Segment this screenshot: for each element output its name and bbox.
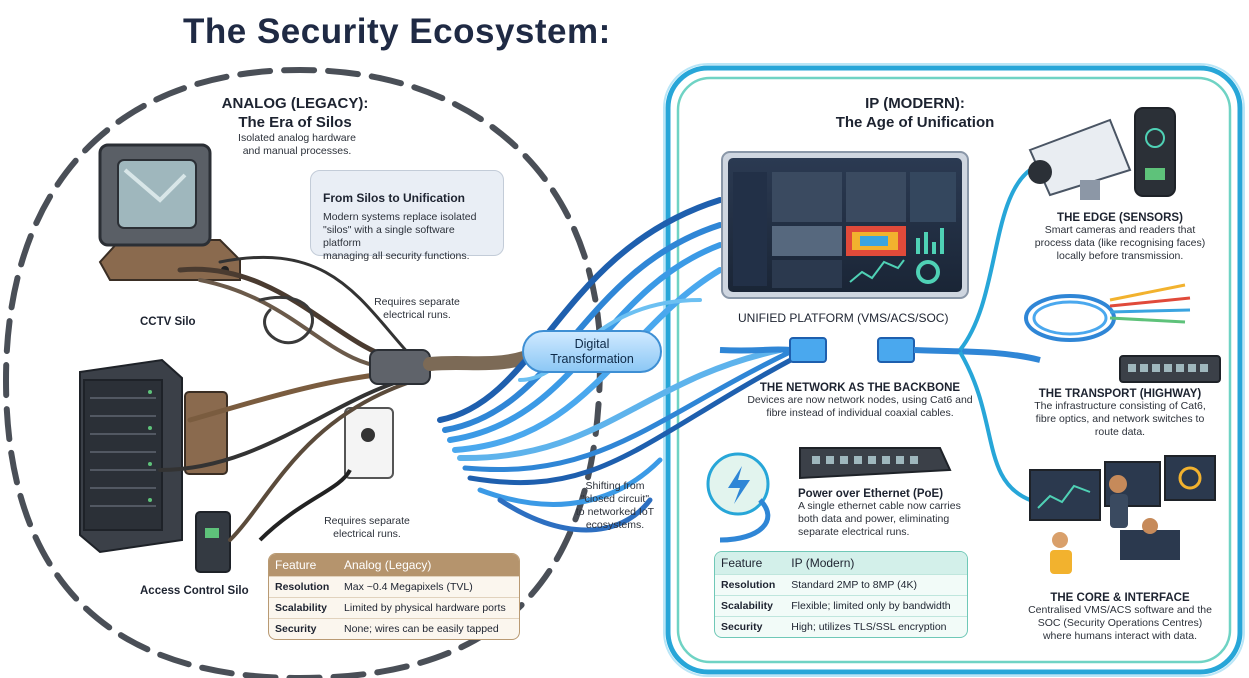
ip-frame	[663, 63, 1245, 677]
network-backbone-line-2: fibre instead of individual coaxial cabl…	[766, 407, 954, 419]
ip-header-feature: Feature	[715, 552, 786, 575]
network-connectors	[719, 168, 1041, 502]
analog-row-3-value: None; wires can be easily tapped	[338, 618, 519, 639]
edge-line-3: locally before transmission.	[1056, 250, 1184, 262]
shift-caption-line-3: to networked IoT	[575, 506, 655, 518]
core-title: THE CORE & INTERFACE	[1050, 592, 1190, 604]
callout-title: From Silos to Unification	[323, 191, 466, 205]
transport-line-2: fibre optics, and network switches to	[1035, 413, 1205, 425]
cctv-monitor-illustration	[98, 143, 241, 281]
table-row: Security None; wires can be easily tappe…	[269, 618, 519, 639]
separate-runs-label-2-line-2: electrical runs.	[333, 528, 401, 540]
poe-line-3: separate electrical runs.	[798, 526, 910, 538]
callout-line-3: managing all security functions.	[323, 250, 470, 262]
transport-section: THE TRANSPORT (HIGHWAY) The infrastructu…	[1010, 388, 1230, 439]
analog-table-header: Feature Analog (Legacy)	[269, 554, 519, 577]
ip-row-3-key: Security	[715, 616, 786, 637]
shift-caption-line-2: "closed circuit"	[580, 493, 650, 505]
analog-description: Isolated analog hardware and manual proc…	[212, 132, 382, 158]
analog-row-1-key: Resolution	[269, 576, 339, 598]
poe-line-2: both data and power, eliminating	[798, 513, 950, 525]
transport-line-3: route data.	[1094, 426, 1146, 438]
poe-section: Power over Ethernet (PoE) A single ether…	[798, 488, 988, 539]
separate-runs-label-1: Requires separate electrical runs.	[362, 296, 472, 322]
unified-platform-label: UNIFIED PLATFORM (VMS/ACS/SOC)	[738, 311, 949, 325]
page-title: The Security Ecosystem:	[183, 12, 611, 51]
analog-heading-line-2: The Era of Silos	[238, 114, 352, 131]
badge-line-1: Digital	[574, 337, 610, 351]
ip-row-2-value: Flexible; limited only by bandwidth	[785, 595, 967, 617]
badge-line-2: Transformation	[550, 352, 634, 366]
analog-header-value: Analog (Legacy)	[338, 554, 519, 577]
separate-runs-label-1-line-2: electrical runs.	[383, 309, 451, 321]
ip-heading: IP (MODERN): The Age of Unification	[800, 94, 1030, 132]
poe-title: Power over Ethernet (PoE)	[798, 488, 944, 500]
ip-header-value: IP (Modern)	[785, 552, 967, 575]
wall-outlet-illustration	[258, 407, 394, 542]
unified-platform-monitor	[721, 151, 969, 299]
transport-title: THE TRANSPORT (HIGHWAY)	[1038, 388, 1202, 400]
edge-title: THE EDGE (SENSORS)	[1057, 212, 1183, 224]
network-backbone-section: THE NETWORK AS THE BACKBONE Devices are …	[720, 382, 1000, 420]
table-row: Resolution Max ~0.4 Megapixels (TVL)	[269, 576, 519, 598]
edge-section: THE EDGE (SENSORS) Smart cameras and rea…	[1010, 212, 1230, 263]
camera-reader-illustration	[1028, 107, 1176, 200]
shift-caption: Shifting from "closed circuit" to networ…	[560, 480, 670, 532]
shift-caption-line-4: ecosystems.	[585, 519, 645, 531]
core-line-1: Centralised VMS/ACS software and the	[1028, 604, 1212, 616]
callout-line-1: Modern systems replace isolated	[323, 211, 477, 223]
analog-heading-line-1: ANALOG (LEGACY):	[221, 95, 369, 112]
ip-table-header: Feature IP (Modern)	[715, 552, 967, 575]
analog-row-3-key: Security	[269, 618, 339, 639]
access-control-silo-label: Access Control Silo	[140, 585, 249, 597]
edge-line-2: process data (like recognising faces)	[1034, 237, 1206, 249]
analog-description-line-1: Isolated analog hardware	[238, 132, 356, 144]
separate-runs-label-1-line-1: Requires separate	[374, 296, 460, 308]
ip-row-3-value: High; utilizes TLS/SSL encryption	[785, 616, 967, 637]
network-backbone-line-1: Devices are now network nodes, using Cat…	[747, 394, 973, 406]
network-backbone-title: THE NETWORK AS THE BACKBONE	[759, 382, 961, 394]
analog-description-line-2: and manual processes.	[242, 145, 352, 157]
separate-runs-label-2-line-1: Requires separate	[324, 515, 410, 527]
core-line-3: where humans interact with data.	[1042, 630, 1198, 642]
server-rack-illustration	[79, 358, 231, 573]
analog-boundary	[2, 66, 603, 678]
analog-heading: ANALOG (LEGACY): The Era of Silos	[200, 94, 390, 132]
silos-callout: From Silos to Unification Modern systems…	[310, 170, 504, 262]
edge-line-1: Smart cameras and readers that	[1044, 224, 1196, 236]
transport-line-1: The infrastructure consisting of Cat6,	[1034, 400, 1206, 412]
ip-heading-line-2: The Age of Unification	[835, 114, 995, 131]
ip-row-1-key: Resolution	[715, 574, 786, 596]
analog-row-2-key: Scalability	[269, 597, 339, 619]
callout-line-2: "silos" with a single software platform	[323, 224, 455, 249]
analog-row-1-value: Max ~0.4 Megapixels (TVL)	[338, 576, 519, 598]
table-row: Security High; utilizes TLS/SSL encrypti…	[715, 616, 967, 637]
table-row: Scalability Limited by physical hardware…	[269, 597, 519, 619]
table-row: Scalability Flexible; limited only by ba…	[715, 595, 967, 617]
separate-runs-label-2: Requires separate electrical runs.	[312, 515, 422, 541]
digital-transformation-badge: Digital Transformation	[522, 330, 662, 373]
table-row: Resolution Standard 2MP to 8MP (4K)	[715, 574, 967, 596]
ip-heading-line-1: IP (MODERN):	[865, 95, 965, 112]
analog-comparison-table: Feature Analog (Legacy) Resolution Max ~…	[268, 553, 520, 640]
analog-header-feature: Feature	[269, 554, 339, 577]
core-section: THE CORE & INTERFACE Centralised VMS/ACS…	[1010, 592, 1230, 643]
analog-row-2-value: Limited by physical hardware ports	[338, 597, 519, 619]
transport-illustration	[1024, 283, 1221, 383]
poe-illustration	[706, 447, 952, 543]
shift-caption-line-1: Shifting from	[585, 480, 645, 492]
poe-line-1: A single ethernet cable now carries	[798, 500, 961, 512]
cctv-silo-label: CCTV Silo	[140, 316, 196, 328]
ip-row-1-value: Standard 2MP to 8MP (4K)	[785, 574, 967, 596]
soc-illustration	[1029, 455, 1216, 574]
ip-comparison-table: Feature IP (Modern) Resolution Standard …	[714, 551, 968, 638]
ip-row-2-key: Scalability	[715, 595, 786, 617]
core-line-2: SOC (Security Operations Centres)	[1037, 617, 1203, 629]
